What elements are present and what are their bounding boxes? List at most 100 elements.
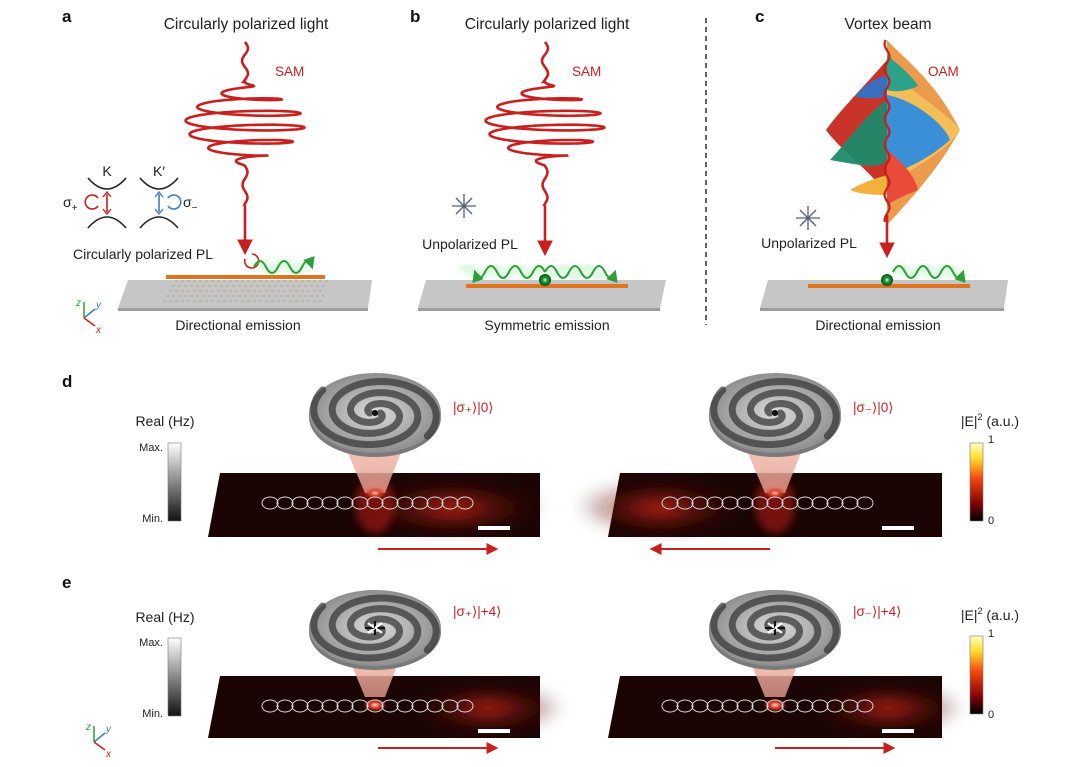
sigma-plus-circle-icon	[84, 194, 99, 210]
directional-emission-wave-c	[892, 265, 966, 284]
directional-emission-wave	[253, 255, 315, 274]
nanoparticle	[661, 496, 679, 510]
nanoparticle	[381, 699, 399, 713]
nanoparticle	[411, 699, 429, 713]
spiral-arm	[328, 377, 440, 440]
panel-d: d Real (Hz) Max. Min. |E|2 (a.u.) 1 0 |σ…	[62, 372, 1019, 555]
nanoparticle	[736, 496, 754, 510]
real-max-label-d: Max.	[139, 442, 163, 454]
panel-c-caption: Directional emission	[815, 317, 940, 333]
nanoparticle	[306, 699, 324, 713]
field-colorbar-title-e: |E|2 (a.u.)	[961, 606, 1019, 623]
nanoparticle	[456, 496, 474, 510]
circularly-polarized-beam	[184, 41, 306, 207]
nanoparticle	[426, 496, 444, 510]
state-label-right-d: |σ₋⟩|0⟩	[853, 400, 894, 415]
axes-triad-a: z y x	[75, 298, 102, 336]
spiral-arm	[710, 602, 822, 662]
panel-b-label: b	[410, 7, 420, 26]
vortex-beam	[826, 40, 960, 225]
nanoparticle	[841, 699, 859, 713]
phase-singularity	[374, 627, 383, 634]
spiral-arm	[310, 386, 422, 449]
panel-e: e Real (Hz) Max. Min. |E|2 (a.u.) 1 0 |σ…	[62, 573, 1019, 760]
phase-singularity	[374, 622, 383, 629]
nanoparticle	[366, 699, 384, 713]
nanoparticle	[321, 496, 339, 510]
nanoparticle	[291, 699, 309, 713]
svg-text:y: y	[95, 300, 102, 311]
state-label-left-d: |σ₊⟩|0⟩	[453, 400, 494, 415]
scale-bar-right-d	[882, 526, 914, 530]
nanoparticle	[351, 699, 369, 713]
phase-singularity	[367, 622, 376, 629]
panel-b-sam-label: SAM	[572, 64, 601, 79]
field-max-label-d: 1	[988, 434, 994, 446]
real-colorbar-title-e: Real (Hz)	[135, 609, 194, 625]
valley-diagram: K K′ σ+ σ− Circularly polarized PL	[63, 163, 213, 262]
spiral-arm	[710, 386, 822, 449]
field-colorbar-e	[969, 635, 984, 715]
svg-text:x: x	[95, 325, 102, 336]
field-max-label-e: 1	[988, 628, 994, 640]
svg-text:y: y	[105, 724, 112, 735]
nanoparticle	[381, 496, 399, 510]
nanoparticle	[721, 699, 739, 713]
real-min-label-e: Min.	[142, 708, 163, 720]
nanoparticle	[336, 496, 354, 510]
nanoparticle	[721, 496, 739, 510]
substrate-a	[118, 280, 372, 308]
disk-center	[372, 410, 378, 416]
nanoparticle	[426, 699, 444, 713]
panel-c: c Vortex beam OAM Unpolarized PL Directi…	[755, 7, 1008, 333]
spiral-arm	[310, 602, 422, 662]
valence-band-k-prime	[139, 216, 179, 229]
state-label-left-e: |σ₊⟩|+4⟩	[453, 604, 501, 619]
nanoparticle	[396, 699, 414, 713]
spiral-arm	[728, 594, 840, 654]
panel-b-caption: Symmetric emission	[484, 317, 609, 333]
panel-e-label: e	[62, 573, 71, 592]
nanoparticle-chain-left-d	[261, 496, 474, 510]
nanoparticle	[751, 496, 769, 510]
nanoparticle	[676, 699, 694, 713]
nanoparticle	[826, 699, 844, 713]
nanoparticle	[441, 496, 459, 510]
panel-b-title: Circularly polarized light	[465, 16, 630, 33]
panel-a-sam-label: SAM	[275, 64, 304, 79]
sigma-minus-label: σ−	[183, 194, 198, 214]
panel-b-pl-label: Unpolarized PL	[422, 236, 518, 252]
emission-wave-left	[472, 265, 546, 284]
sigma-minus-circle-icon	[167, 194, 182, 210]
nanoparticle	[441, 699, 459, 713]
nanoparticle	[411, 496, 429, 510]
panel-b: b Circularly polarized light SAM Unpolar…	[410, 7, 666, 333]
disk-center	[772, 410, 778, 416]
nanoparticle	[811, 496, 829, 510]
real-colorbar-title-d: Real (Hz)	[135, 413, 194, 429]
phase-singularity	[774, 622, 783, 629]
phase-disk-left-d	[309, 373, 441, 457]
panel-c-title: Vortex beam	[844, 16, 931, 33]
phase-disk-left-e	[309, 590, 441, 670]
axes-triad-e: z y x	[85, 722, 112, 760]
valence-band-k	[87, 216, 127, 229]
phase-disk-right-e	[709, 590, 841, 670]
panel-a-caption: Directional emission	[175, 317, 300, 333]
field-colorbar-d	[969, 442, 984, 522]
nanoparticle	[706, 699, 724, 713]
nanoparticle	[306, 496, 324, 510]
real-colorbar-d	[167, 442, 182, 522]
spiral-arm	[328, 594, 440, 654]
nanoparticle	[396, 496, 414, 510]
scale-bar-right-e	[882, 729, 914, 733]
valley-k-prime-label: K′	[153, 163, 165, 179]
panel-c-label: c	[755, 7, 764, 26]
nanoparticle	[366, 496, 384, 510]
nanoparticle	[691, 699, 709, 713]
nanoparticle	[796, 699, 814, 713]
conduction-band-k	[87, 177, 127, 190]
real-max-label-e: Max.	[139, 637, 163, 649]
unpolarized-star-icon-c	[796, 206, 820, 230]
